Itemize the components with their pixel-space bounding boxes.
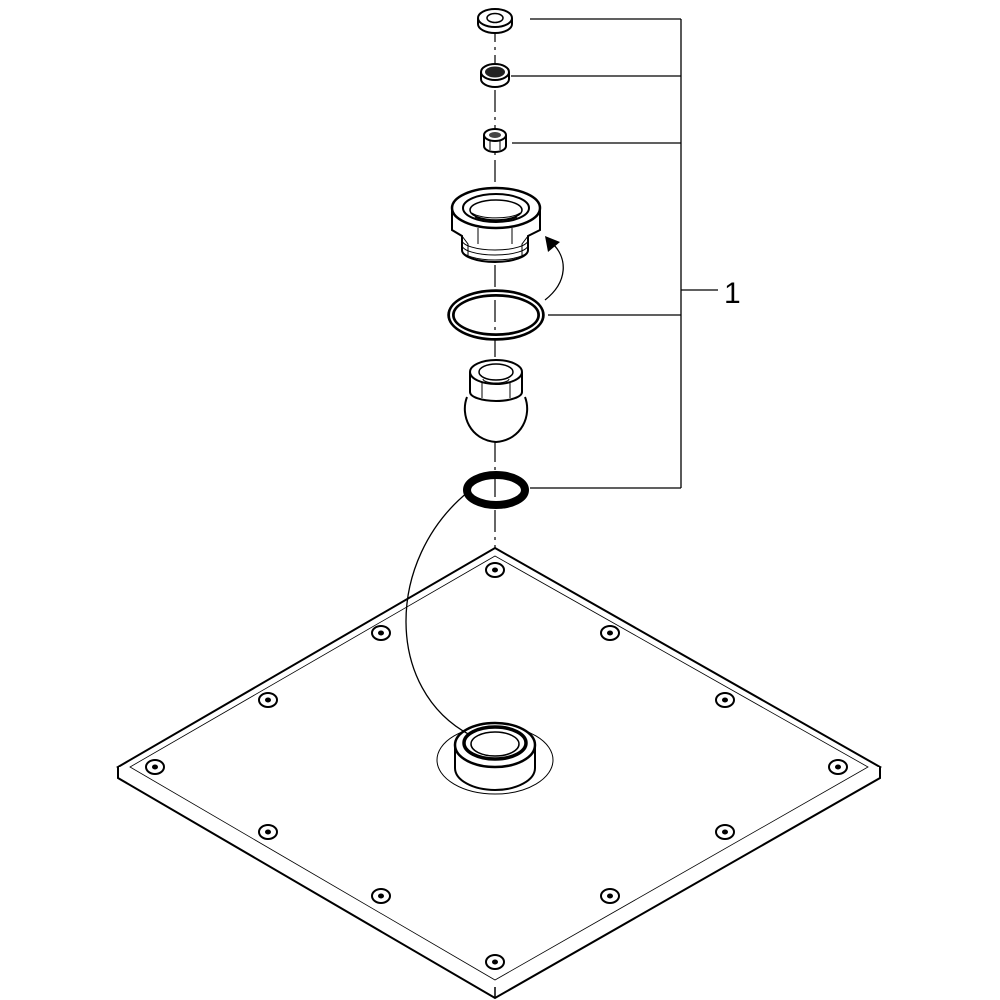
screw-icon: [371, 625, 391, 641]
o-ring: [447, 289, 545, 341]
threaded-nut: [450, 186, 542, 263]
callout-number: 1: [724, 277, 741, 310]
screw-icon: [258, 824, 278, 840]
gasket-placement-arrow: [405, 491, 471, 736]
screw-icon: [485, 954, 505, 970]
screw-icon: [715, 824, 735, 840]
screw-icon: [485, 562, 505, 578]
screw-icon: [600, 888, 620, 904]
screw-icon: [715, 692, 735, 708]
flat-washer: [477, 8, 513, 34]
mounting-screws: [145, 562, 848, 970]
filter-screen: [480, 63, 510, 88]
screw-icon: [828, 759, 848, 775]
screw-icon: [371, 888, 391, 904]
o-ring-placement-arrow: [544, 236, 564, 301]
screw-icon: [145, 759, 165, 775]
plate-inlet-fitting: [436, 721, 554, 795]
screw-icon: [600, 625, 620, 641]
flat-gasket: [463, 471, 529, 509]
flow-restrictor: [483, 128, 507, 153]
ball-joint: [463, 359, 529, 444]
callout-bracket: [511, 18, 718, 489]
screw-icon: [258, 692, 278, 708]
